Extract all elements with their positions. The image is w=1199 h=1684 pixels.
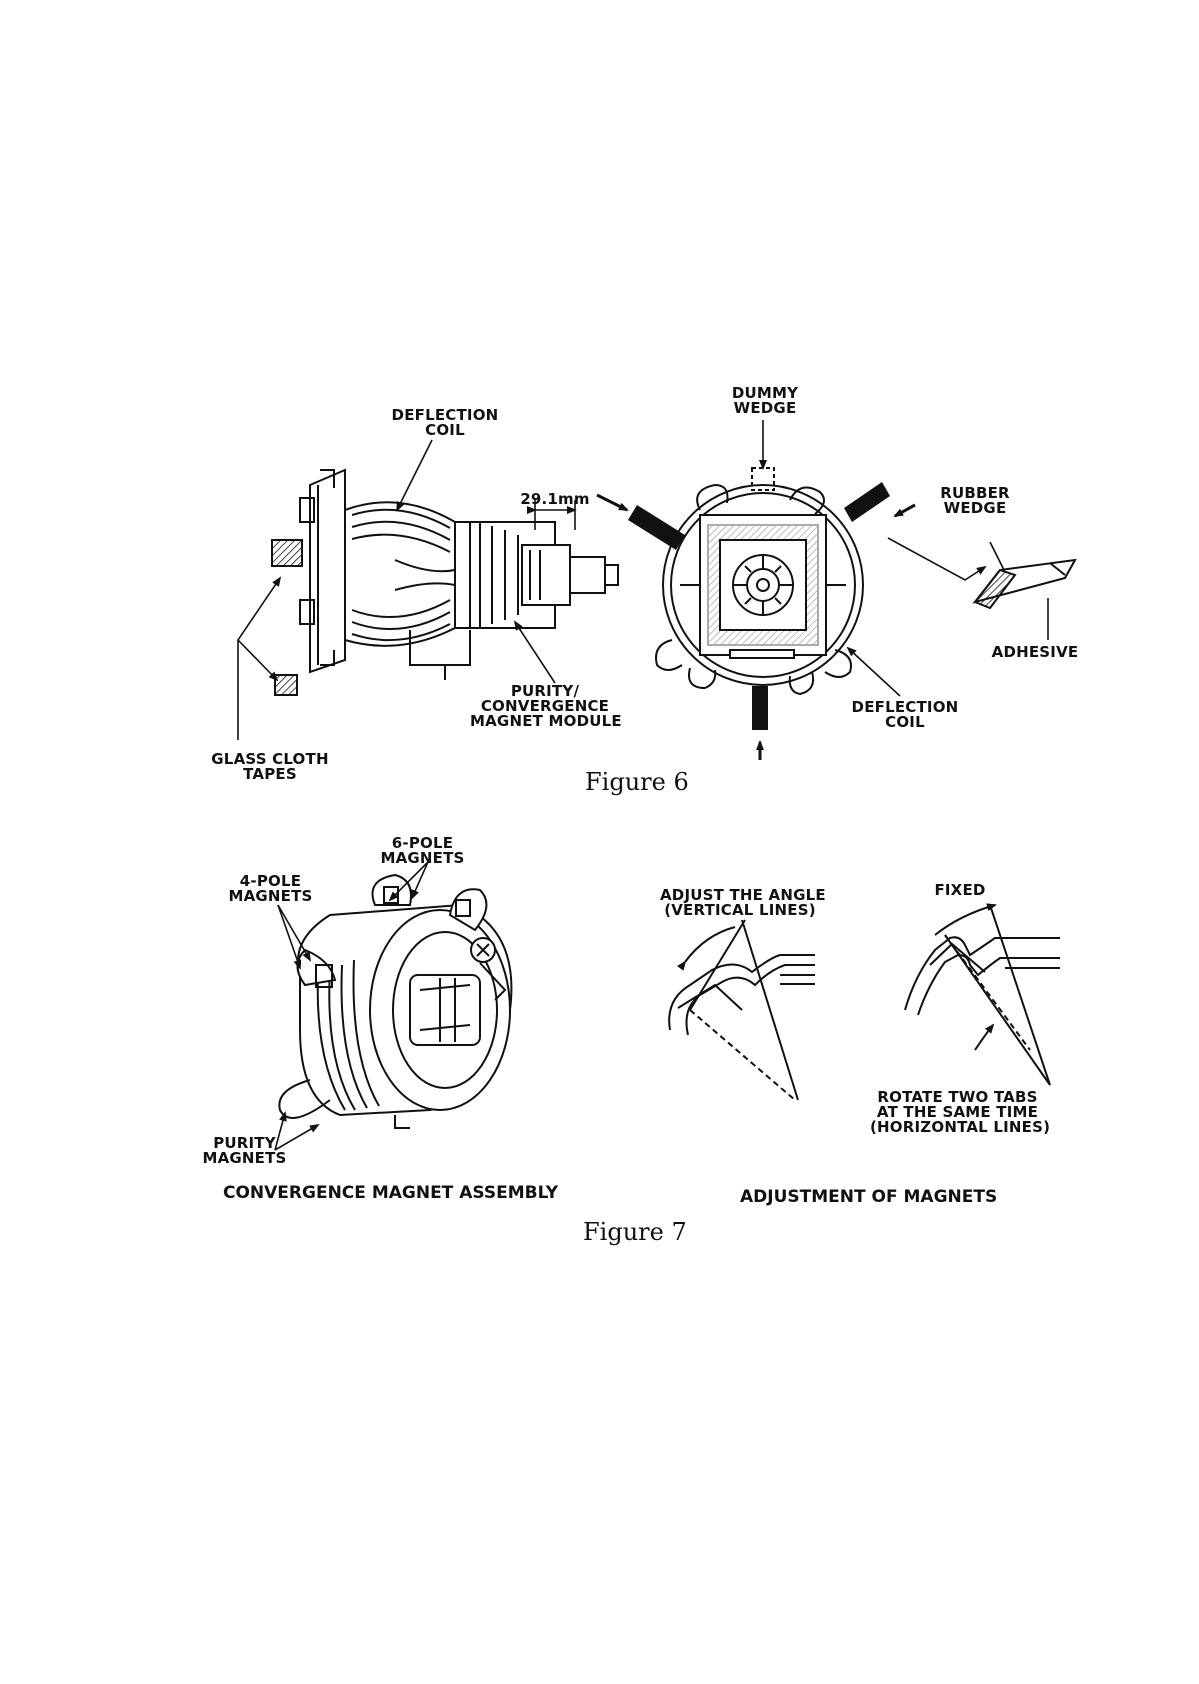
label-line: PURITY <box>213 1134 276 1152</box>
label-line: PURITY/ <box>510 682 580 700</box>
label-line: COIL <box>885 713 925 731</box>
label-line: 6-POLE <box>391 834 454 852</box>
label-fixed: FIXED <box>934 881 986 899</box>
label-dummy-wedge: DUMMY WEDGE <box>725 386 805 416</box>
label-line: TAPES <box>243 765 297 783</box>
label-deflection-coil-left: DEFLECTION COIL <box>390 408 500 438</box>
rubber-wedge-detail <box>972 558 1077 610</box>
deflection-yoke-side-view <box>271 468 619 696</box>
label-line: CONVERGENCE <box>480 697 610 715</box>
label-line: ROTATE TWO TABS <box>877 1088 1038 1106</box>
label-rotate-two-tabs: ROTATE TWO TABS AT THE SAME TIME (HORIZO… <box>870 1088 1051 1136</box>
label-line: (VERTICAL LINES) <box>664 901 816 919</box>
adjustment-of-magnets-title: ADJUSTMENT OF MAGNETS <box>740 1187 998 1207</box>
label-line: GLASS CLOTH <box>211 750 329 768</box>
convergence-magnet-assembly-drawing <box>278 873 513 1129</box>
label-line: WEDGE <box>943 499 1007 517</box>
label-line: AT THE SAME TIME <box>876 1103 1039 1121</box>
label-line: MAGNET MODULE <box>470 712 622 730</box>
label-line: DEFLECTION <box>851 698 959 716</box>
adjustment-vertical-lines-diagram <box>668 919 815 1101</box>
label-line: WEDGE <box>733 399 797 417</box>
label-line: (HORIZONTAL LINES) <box>870 1118 1051 1136</box>
adjustment-horizontal-lines-diagram <box>904 903 1060 1086</box>
label-deflection-coil-right: DEFLECTION COIL <box>850 700 960 730</box>
convergence-magnet-assembly-title: CONVERGENCE MAGNET ASSEMBLY <box>223 1183 559 1203</box>
label-rubber-wedge: RUBBER WEDGE <box>935 486 1015 516</box>
label-adjust-the-angle: ADJUST THE ANGLE (VERTICAL LINES) <box>660 886 826 919</box>
label-purity-convergence-module: PURITY/ CONVERGENCE MAGNET MODULE <box>470 682 622 730</box>
label-line: MAGNETS <box>228 887 313 905</box>
rubber-wedges <box>628 482 890 730</box>
label-line: DEFLECTION <box>391 406 499 424</box>
label-glass-cloth-tapes: GLASS CLOTH TAPES <box>210 752 330 782</box>
deflection-yoke-front-view <box>655 467 864 696</box>
leader-lines-figure6-left <box>237 439 629 740</box>
figure-7-caption: Figure 7 <box>583 1218 687 1246</box>
label-purity-magnets: PURITY MAGNETS <box>202 1136 287 1166</box>
leader-lines-figure7-left <box>274 861 429 1151</box>
label-line: MAGNETS <box>380 849 465 867</box>
label-line: DUMMY <box>731 384 799 402</box>
label-line: RUBBER <box>940 484 1010 502</box>
label-dimension-29mm: 29.1mm <box>520 490 590 508</box>
label-line: 4-POLE <box>239 872 302 890</box>
label-6-pole-magnets: 6-POLE MAGNETS <box>380 836 465 866</box>
figure-6-caption: Figure 6 <box>585 768 689 796</box>
label-4-pole-magnets: 4-POLE MAGNETS <box>228 874 313 904</box>
label-adhesive: ADHESIVE <box>991 643 1079 661</box>
label-line: MAGNETS <box>202 1149 287 1167</box>
label-line: ADJUST THE ANGLE <box>660 886 826 904</box>
label-line: COIL <box>425 421 465 439</box>
